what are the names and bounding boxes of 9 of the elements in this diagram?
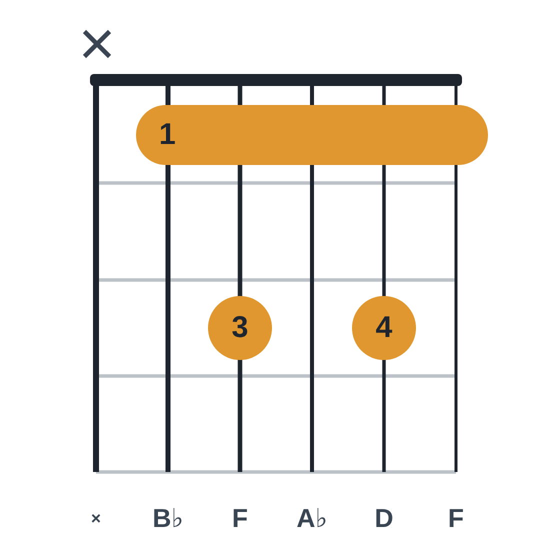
string-note-label: F — [232, 505, 248, 531]
string-note-label: B♭ — [152, 505, 184, 531]
string-note-label: F — [448, 505, 464, 531]
finger-number: 1 — [159, 120, 176, 150]
finger-number: 3 — [232, 313, 248, 343]
finger-number: 4 — [376, 313, 392, 343]
string-note-label: D — [374, 505, 394, 531]
string-note-label: A♭ — [296, 505, 328, 531]
string-note-label: × — [91, 510, 101, 526]
